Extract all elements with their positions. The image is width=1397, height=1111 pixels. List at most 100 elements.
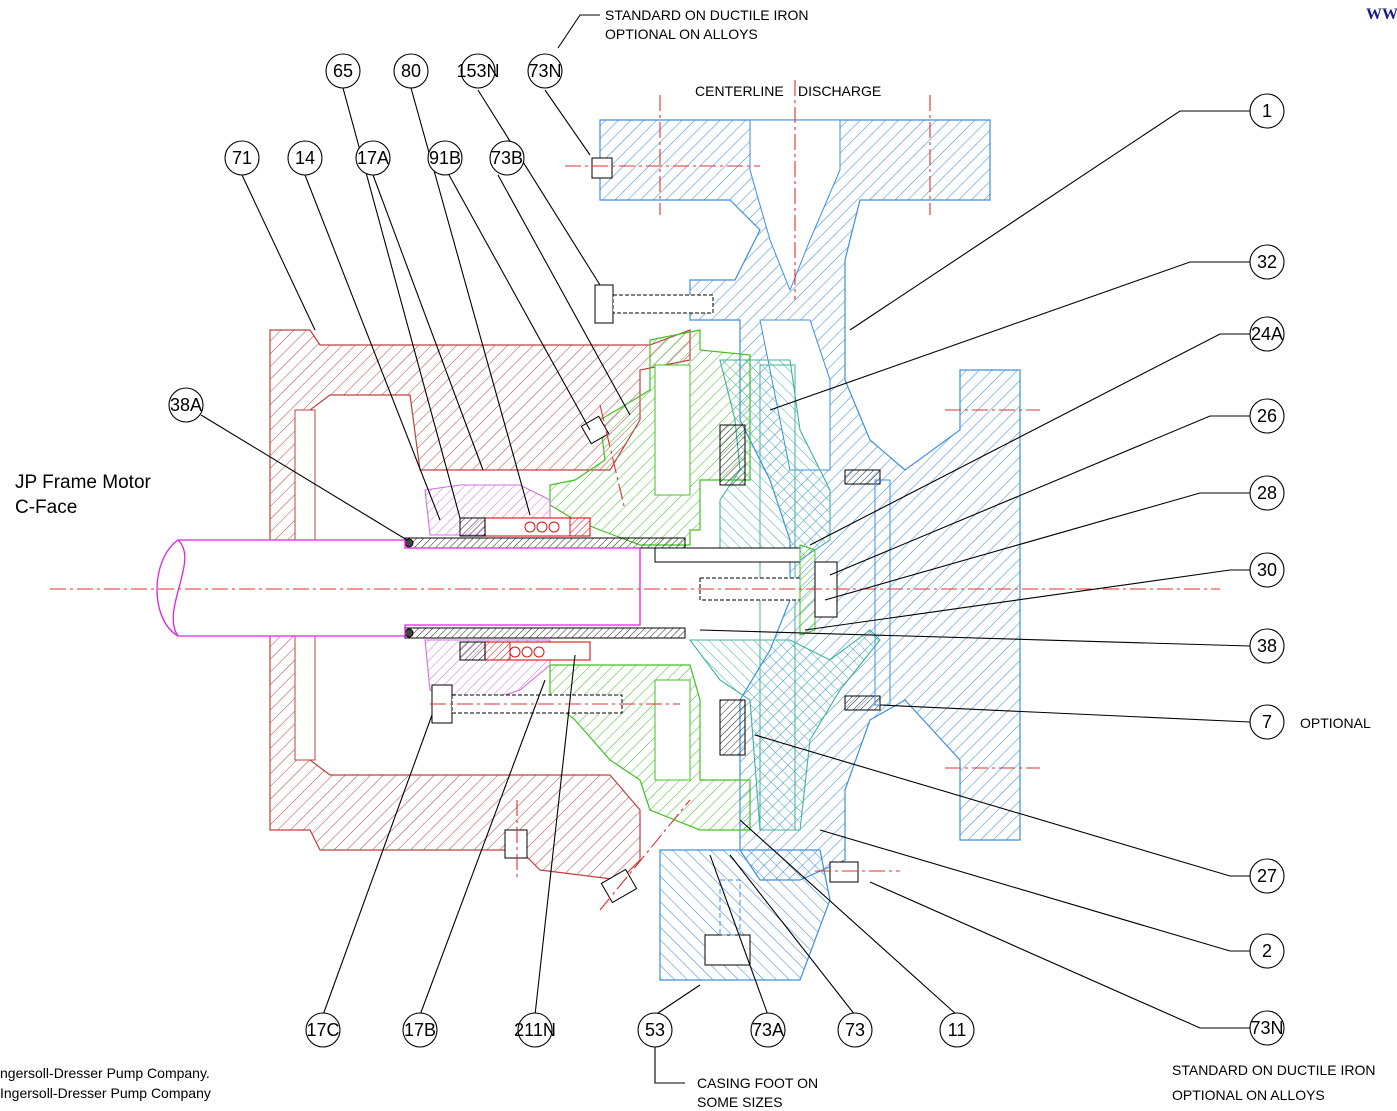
bubble-circle-73 bbox=[837, 1012, 873, 1048]
bubble-71: 71 bbox=[224, 140, 260, 176]
bubble-73N-bottom: 73N bbox=[1249, 1010, 1285, 1046]
bubble-7: 7 bbox=[1249, 704, 1285, 740]
bubble-73: 73 bbox=[837, 1012, 873, 1048]
label-discharge: DISCHARGE bbox=[798, 83, 881, 99]
bubble-label-73N-bottom: 73N bbox=[1250, 1018, 1283, 1038]
bubble-label-28: 28 bbox=[1257, 483, 1277, 503]
bubble-circle-53 bbox=[637, 1012, 673, 1048]
bubble-27: 27 bbox=[1249, 858, 1285, 894]
bubble-circle-1 bbox=[1249, 93, 1285, 129]
bubble-circle-32 bbox=[1249, 244, 1285, 280]
bubble-circle-14 bbox=[287, 140, 323, 176]
wear-ring-top bbox=[844, 469, 881, 485]
bubble-32: 32 bbox=[1249, 244, 1285, 280]
bubble-circle-28 bbox=[1249, 475, 1285, 511]
bubble-17B: 17B bbox=[402, 1012, 438, 1048]
bubble-circle-27 bbox=[1249, 858, 1285, 894]
bubble-circle-11 bbox=[939, 1012, 975, 1048]
bubble-label-211N: 211N bbox=[514, 1020, 556, 1040]
bubble-label-2: 2 bbox=[1262, 941, 1272, 961]
bubble-label-153N-top: 153N bbox=[456, 61, 499, 81]
note-casing-foot-1: CASING FOOT ON bbox=[697, 1075, 818, 1091]
bubble-73B: 73B bbox=[489, 140, 525, 176]
note-casing-foot-2: SOME SIZES bbox=[697, 1094, 783, 1110]
bubble-circle-211N bbox=[517, 1012, 553, 1048]
mechanical-seal bbox=[484, 517, 591, 661]
label-centerline: CENTERLINE bbox=[695, 83, 784, 99]
impeller-washer bbox=[799, 544, 816, 636]
bubble-label-32: 32 bbox=[1257, 252, 1277, 272]
bubble-26: 26 bbox=[1249, 398, 1285, 434]
bubble-circle-153N-top bbox=[460, 53, 496, 89]
label-optional: OPTIONAL bbox=[1300, 715, 1371, 731]
note-bottom-optional: OPTIONAL ON ALLOYS bbox=[1172, 1087, 1325, 1103]
label-motor-cface: C-Face bbox=[15, 497, 77, 518]
bubble-28: 28 bbox=[1249, 475, 1285, 511]
bubble-label-73N-top: 73N bbox=[528, 61, 561, 81]
casing-cover bbox=[549, 329, 751, 831]
bubble-38: 38 bbox=[1249, 628, 1285, 664]
bubble-label-71: 71 bbox=[232, 148, 252, 168]
bubble-circle-73B bbox=[489, 140, 525, 176]
bubble-label-73B: 73B bbox=[491, 148, 523, 168]
bubble-17C: 17C bbox=[305, 1012, 341, 1048]
bubble-24A: 24A bbox=[1249, 316, 1285, 352]
shaft-sleeve-bottom bbox=[404, 627, 686, 639]
bubble-label-14: 14 bbox=[295, 148, 315, 168]
bubble-circle-2 bbox=[1249, 933, 1285, 969]
bubble-label-38: 38 bbox=[1257, 636, 1277, 656]
bubble-circle-17A bbox=[355, 140, 391, 176]
bubble-circle-38 bbox=[1249, 628, 1285, 664]
bubble-circle-71 bbox=[224, 140, 260, 176]
bubble-circle-17B bbox=[402, 1012, 438, 1048]
bubble-label-73: 73 bbox=[845, 1020, 865, 1040]
bubble-circle-17C bbox=[305, 1012, 341, 1048]
bubble-circle-73N-top bbox=[527, 53, 563, 89]
bubble-73N-top: 73N bbox=[527, 53, 563, 89]
note-top-optional: OPTIONAL ON ALLOYS bbox=[605, 26, 758, 42]
bubble-label-24A: 24A bbox=[1251, 324, 1283, 344]
bubble-2: 2 bbox=[1249, 933, 1285, 969]
bubble-circle-30 bbox=[1249, 552, 1285, 588]
bubble-label-91B: 91B bbox=[429, 148, 461, 168]
bubble-label-17B: 17B bbox=[404, 1020, 436, 1040]
bubble-circle-65 bbox=[325, 53, 361, 89]
seal-seat-top bbox=[459, 517, 486, 537]
bubble-65: 65 bbox=[325, 53, 361, 89]
corner-text: WW bbox=[1366, 6, 1397, 23]
bubble-153N-top: 153N bbox=[456, 53, 500, 89]
note-bottom-standard: STANDARD ON DUCTILE IRON bbox=[1172, 1062, 1376, 1078]
bubble-circle-7 bbox=[1249, 704, 1285, 740]
shaft-sleeve-top bbox=[404, 537, 686, 549]
motor-shaft bbox=[156, 539, 641, 637]
bubble-label-7: 7 bbox=[1262, 712, 1272, 732]
bubble-38A: 38A bbox=[168, 387, 204, 423]
bubble-73A: 73A bbox=[750, 1012, 786, 1048]
bubble-1: 1 bbox=[1249, 93, 1285, 129]
impeller-key bbox=[654, 547, 801, 563]
bubble-circle-80 bbox=[393, 53, 429, 89]
bubble-label-1: 1 bbox=[1262, 101, 1272, 121]
bubble-14: 14 bbox=[287, 140, 323, 176]
bubble-label-38A: 38A bbox=[170, 395, 202, 415]
wear-ring-27-bottom bbox=[719, 699, 746, 756]
bubble-label-30: 30 bbox=[1257, 560, 1277, 580]
bubble-label-73A: 73A bbox=[752, 1020, 784, 1040]
bubble-label-17C: 17C bbox=[306, 1020, 339, 1040]
copyright-line-2: Ingersoll-Dresser Pump Company bbox=[0, 1085, 211, 1101]
bubble-label-27: 27 bbox=[1257, 866, 1277, 886]
flush-plug bbox=[580, 415, 610, 445]
plug-top bbox=[591, 157, 613, 179]
bubble-17A: 17A bbox=[355, 140, 391, 176]
bubble-label-26: 26 bbox=[1257, 406, 1277, 426]
copyright-line-1: ngersoll-Dresser Pump Company. bbox=[0, 1065, 210, 1081]
bubble-label-65: 65 bbox=[333, 61, 353, 81]
bubble-211N: 211N bbox=[514, 1012, 556, 1048]
bubble-91B: 91B bbox=[427, 140, 463, 176]
bubble-label-53: 53 bbox=[645, 1020, 665, 1040]
plug-bottom bbox=[829, 861, 859, 883]
bubble-circle-38A bbox=[168, 387, 204, 423]
seal-seat-bottom bbox=[459, 641, 486, 661]
wear-ring-27-top bbox=[719, 424, 746, 486]
